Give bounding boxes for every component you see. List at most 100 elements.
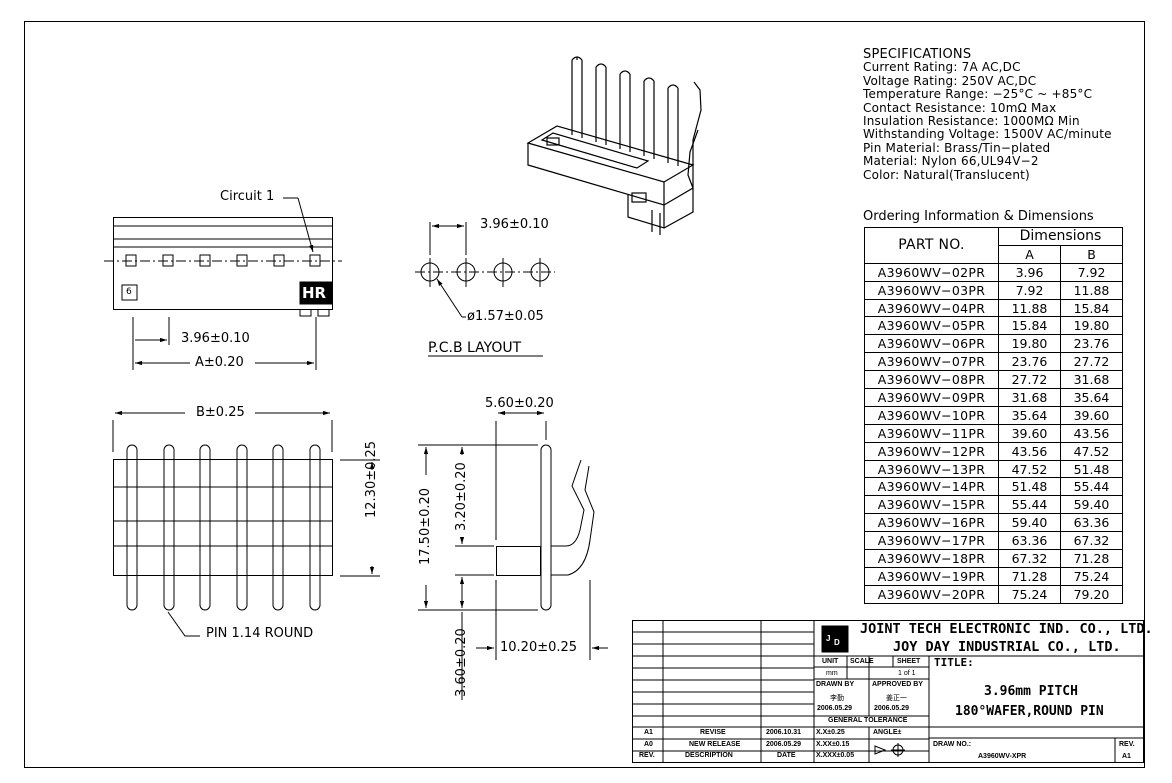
spec-line: Insulation Resistance: 1000MΩ Min	[863, 114, 1080, 129]
circuit-label: Circuit 1	[220, 189, 275, 204]
drawno-label: DRAW NO.:	[933, 741, 972, 748]
part-no-cell: A3960WV−20PR	[864, 584, 999, 604]
svg-text:J: J	[826, 634, 830, 643]
col-b-header: B	[1060, 244, 1123, 264]
dim-a-cell: 51.48	[998, 477, 1061, 497]
part-no-cell: A3960WV−12PR	[864, 441, 999, 461]
dim-b-cell: 7.92	[1060, 262, 1123, 282]
dim-a-cell: 15.84	[998, 316, 1061, 336]
dim-b-cell: 15.84	[1060, 298, 1123, 318]
rev-value: A1	[1122, 753, 1131, 760]
dim-a-cell: 47.52	[998, 459, 1061, 479]
dim-a-cell: 19.80	[998, 334, 1061, 354]
dim-b-cell: 55.44	[1060, 477, 1123, 497]
company-logo	[821, 625, 849, 653]
dim-b-cell: 11.88	[1060, 280, 1123, 300]
dim-b-cell: 19.80	[1060, 316, 1123, 336]
approved-by-label: APPROVED BY	[872, 681, 923, 688]
front-view	[104, 197, 342, 370]
title-line-1: 3.96mm PITCH	[984, 684, 1078, 699]
revision-rev: A1	[644, 729, 653, 736]
part-no-cell: A3960WV−17PR	[864, 531, 999, 551]
part-no-cell: A3960WV−06PR	[864, 334, 999, 354]
dim-b-cell: 31.68	[1060, 370, 1123, 390]
dim-a-cell: 59.40	[998, 513, 1061, 533]
part-no-cell: A3960WV−09PR	[864, 388, 999, 407]
unit-value: mm	[826, 670, 838, 677]
dim-a-cell: 75.24	[998, 584, 1061, 604]
pins	[126, 444, 321, 611]
sheet-label: SHEET	[897, 658, 921, 665]
title-block-grid	[632, 620, 1144, 763]
dim-a-cell: 67.32	[998, 549, 1061, 568]
title-label: TITLE:	[934, 656, 974, 669]
isometric-view	[526, 56, 702, 235]
part-no-cell: A3960WV−11PR	[864, 423, 999, 443]
dim-b-cell: 79.20	[1060, 584, 1123, 604]
specifications-block: SPECIFICATIONS Current Rating: 7A AC,DC …	[863, 48, 1112, 182]
part-no-cell: A3960WV−16PR	[864, 513, 999, 533]
tolerance-2: X.XX±0.15	[816, 741, 850, 748]
dim-a-cell: 11.88	[998, 298, 1061, 318]
part-no-cell: A3960WV−18PR	[864, 549, 999, 568]
dim-a-cell: 7.92	[998, 280, 1061, 300]
dim-a-cell: 35.64	[998, 405, 1061, 425]
dim-a-cell: 27.72	[998, 370, 1061, 390]
dim-b-cell: 67.32	[1060, 531, 1123, 551]
pitch-front-label: 3.96±0.10	[181, 331, 250, 346]
rev-label: REV.	[1119, 741, 1135, 748]
part-no-cell: A3960WV−14PR	[864, 477, 999, 497]
scale-label: SCALE	[850, 658, 874, 665]
dim-a-cell: 31.68	[998, 388, 1061, 407]
part-no-cell: A3960WV−15PR	[864, 495, 999, 515]
part-no-cell: A3960WV−05PR	[864, 316, 999, 336]
drawn-by-name: 李勤	[830, 695, 844, 702]
spec-line: Contact Resistance: 10mΩ Max	[863, 100, 1057, 115]
dim-a-cell: 23.76	[998, 352, 1061, 372]
part-no-cell: A3960WV−13PR	[864, 459, 999, 479]
circuit-6-mark: 6	[126, 287, 132, 297]
company-name-2: JOY DAY INDUSTRIAL CO., LTD.	[893, 639, 1121, 655]
height-body-label: 12.30±0.25	[364, 440, 379, 518]
revision-date: 2006.05.29	[766, 741, 802, 748]
desc-col-header: DESCRIPTION	[685, 752, 733, 759]
approved-date: 2006.05.29	[874, 705, 910, 712]
pitch-pcb-label: 3.96±0.10	[480, 217, 549, 232]
svg-text:D: D	[834, 638, 840, 647]
drawn-date: 2006.05.29	[817, 705, 853, 712]
part-no-cell: A3960WV−10PR	[864, 405, 999, 425]
tolerance-1: X.X±0.25	[816, 729, 845, 736]
side-view	[418, 410, 608, 700]
tail-len-label: 3.60±0.20	[454, 628, 469, 697]
revision-desc: NEW RELEASE	[689, 741, 741, 748]
part-no-cell: A3960WV−07PR	[864, 352, 999, 372]
title-line-2: 180°WAFER,ROUND PIN	[955, 704, 1104, 719]
dim-a-cell: 43.56	[998, 441, 1061, 461]
dim-b-cell: 39.60	[1060, 405, 1123, 425]
spec-heading: SPECIFICATIONS	[863, 47, 972, 62]
dim-a-cell: 55.44	[998, 495, 1061, 515]
part-no-cell: A3960WV−04PR	[864, 298, 999, 318]
ordering-heading: Ordering Information & Dimensions	[863, 209, 1094, 224]
tolerance-3: X.XXX±0.05	[816, 752, 855, 759]
pcb-layout-title: P.C.B LAYOUT	[428, 340, 522, 356]
sheet-border	[24, 21, 1145, 768]
height-total-label: 17.50±0.20	[418, 487, 433, 565]
